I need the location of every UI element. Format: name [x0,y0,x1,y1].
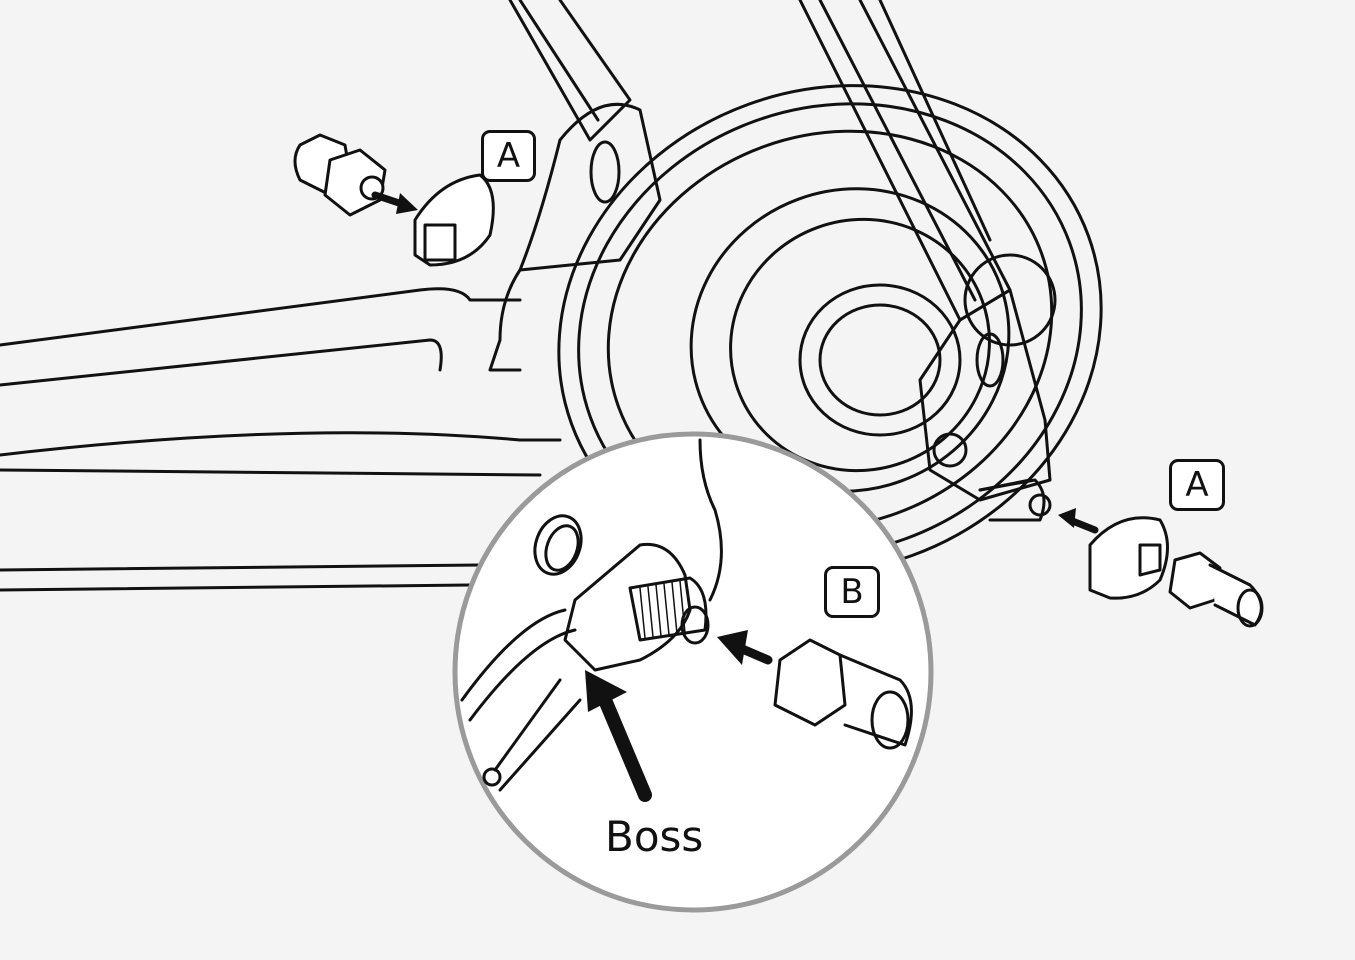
magnifier-inset [452,431,934,913]
b-arrow [735,643,773,665]
right-axle [978,478,1052,522]
seat-stays [508,0,1012,322]
label-a-left: A [481,130,536,182]
left-non-turn-washer-drawing [413,173,495,267]
label-b: B [824,566,880,618]
hub-shell [557,84,1103,576]
label-a-right: A [1169,459,1225,511]
chain-stays [0,287,562,592]
right-hub-nut-drawing [1168,551,1264,628]
left-hub-nut-drawing [293,133,387,217]
left-dropout [488,102,662,372]
boss-arrow [598,693,652,802]
label-boss: Boss [605,812,704,861]
right-non-turn-washer-drawing [1088,516,1169,600]
